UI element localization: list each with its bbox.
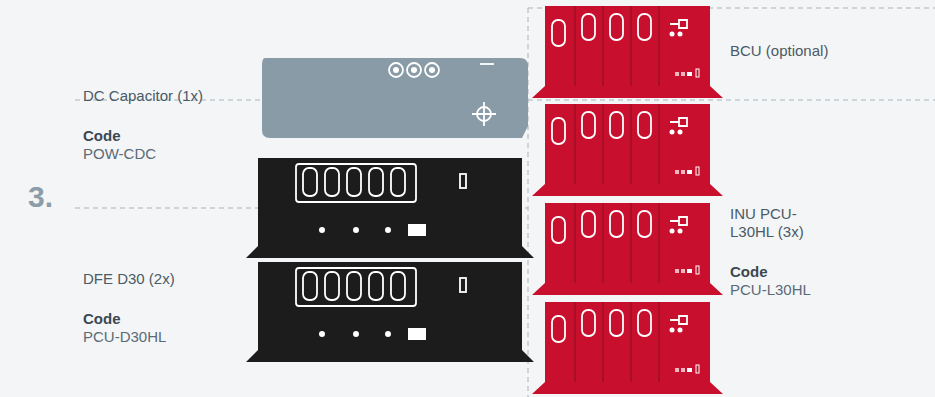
code-heading: Code — [83, 310, 253, 328]
capacitor-label-group: DC Capacitor (1x) CodePOW-CDC — [83, 87, 253, 163]
code-heading: Code — [83, 127, 253, 145]
component-label: BCU (optional) — [730, 42, 930, 60]
inu-label-group: INU PCU-L30HL (3x) CodePCU-L30HL — [730, 205, 822, 299]
code-value: PCU-D30HL — [83, 328, 253, 346]
code-value: POW-CDC — [83, 145, 253, 163]
dfe-label-group: DFE D30 (2x) CodePCU-D30HL — [83, 270, 253, 346]
component-label: DC Capacitor (1x) — [83, 87, 253, 105]
code-heading: Code — [730, 263, 822, 281]
component-label: DFE D30 (2x) — [83, 270, 253, 288]
code-value: PCU-L30HL — [730, 281, 822, 299]
step-number: 3. — [28, 180, 53, 214]
bcu-label-group: BCU (optional) — [730, 42, 930, 60]
component-label: INU PCU-L30HL (3x) — [730, 205, 822, 241]
